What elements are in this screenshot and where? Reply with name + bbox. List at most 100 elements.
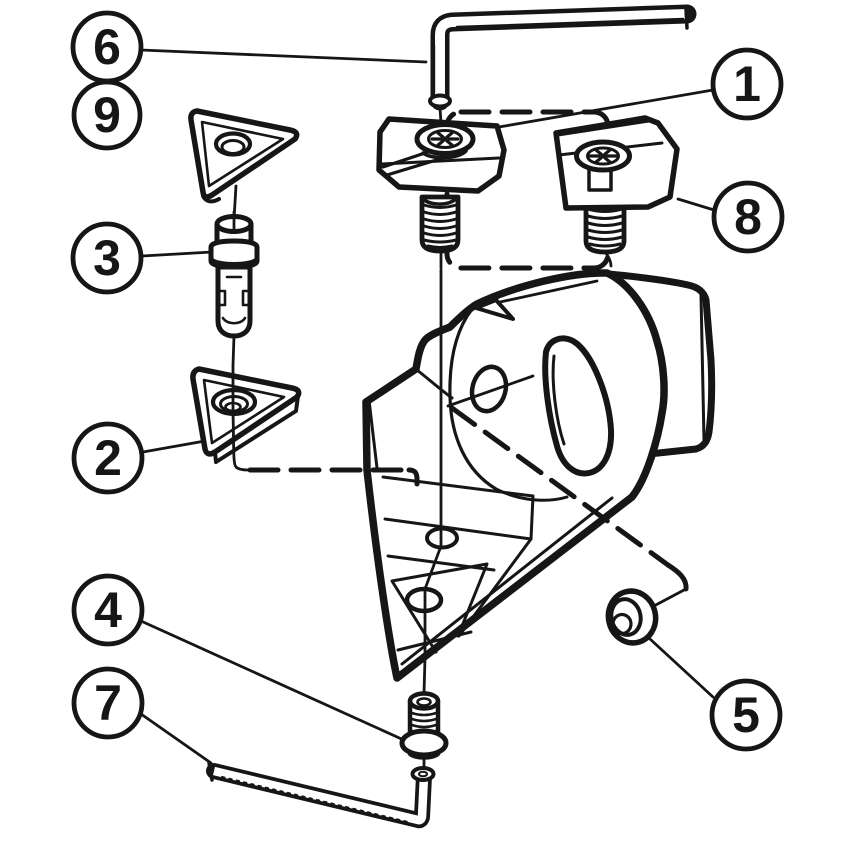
balloon-9-label: 9 (93, 87, 121, 143)
clamp-screw-left (419, 194, 461, 254)
insert-pin (208, 210, 260, 367)
hex-key-bottom-tip (410, 766, 436, 782)
nut-pointer-line (650, 588, 686, 609)
torx-star-right-icon (588, 148, 618, 164)
body-top-notch (474, 298, 515, 321)
leader-line-5 (648, 637, 715, 699)
leader-lines (139, 48, 716, 765)
screw-bottom-shank (407, 698, 441, 740)
pin-collar-line (210, 257, 258, 265)
torx-rim-right (586, 146, 620, 166)
balloon-3: 3 (70, 221, 144, 295)
leader-line-1 (497, 88, 715, 129)
torx-star-left-icon (430, 131, 460, 147)
insert-upper-chamfer (200, 120, 285, 188)
pin-shaft-details (216, 275, 252, 325)
insert-upper-thickness (201, 194, 221, 204)
screw-bottom (399, 691, 449, 760)
balloon-2-label: 2 (94, 430, 122, 486)
dashed-plane-lines (247, 405, 689, 609)
clamp-screw-left-threads (422, 203, 458, 249)
leader-line-7 (139, 712, 213, 765)
leader-line-8 (676, 197, 716, 212)
insert-upper-hole-inner (220, 139, 246, 155)
leader-line-6 (139, 48, 428, 64)
hex-key-bottom-facet (221, 776, 409, 823)
balloon-9: 9 (71, 79, 143, 151)
hex-key-bottom-core (213, 766, 429, 825)
balloon-3-circle (70, 221, 144, 295)
plug-nut-outer (605, 588, 659, 646)
balloon-8-circle (711, 180, 785, 254)
hex-key-top-tip (428, 93, 452, 109)
clamp-left-pocket (421, 149, 468, 160)
balloon-1: 1 (710, 47, 784, 121)
clamp-right (553, 115, 680, 268)
side-hole-axis (446, 374, 535, 408)
hex-key-bottom-end (207, 761, 214, 782)
plug-nut-ring (609, 597, 643, 637)
plug-nut (605, 588, 659, 646)
balloon-4-circle (71, 573, 145, 647)
leader-line-4 (139, 619, 408, 743)
hex-key-bottom (206, 761, 436, 829)
balloon-5-circle (709, 678, 783, 752)
axis-to-dashed-line (231, 411, 250, 472)
balloon-5: 5 (709, 678, 783, 752)
torx-center-left (442, 136, 448, 142)
balloon-2: 2 (71, 421, 145, 495)
hex-key-top-end (684, 7, 689, 30)
body-bottom-inner-edge (400, 496, 614, 666)
pin-neck (214, 221, 254, 246)
balloon-4: 4 (71, 573, 145, 647)
body-top-inner-line (498, 279, 599, 304)
balloon-7: 7 (71, 666, 145, 740)
balloon-8-label: 8 (734, 189, 762, 245)
dashed-line-diagonal (449, 405, 671, 568)
screw-bottom-socket (416, 697, 432, 707)
insert-upper (188, 108, 300, 204)
balloon-3-label: 3 (93, 230, 121, 286)
clamp-left-edge (380, 156, 501, 166)
balloon-5-label: 5 (732, 687, 760, 743)
shank-inner-edge (699, 293, 706, 442)
clamp-screw-left-collar (421, 196, 459, 206)
balloon-2-circle (71, 421, 145, 495)
balloon-7-label: 7 (94, 675, 122, 731)
screw-bottom-flange-rib (403, 747, 445, 757)
torx-center-right (600, 153, 606, 159)
balloon-7-circle (71, 666, 145, 740)
balloon-8: 8 (711, 180, 785, 254)
axis-below-screw-right (603, 250, 613, 268)
hex-key-bottom-tip-inner (418, 770, 428, 778)
balloon-9-circle (71, 79, 143, 151)
hex-key-top-core (435, 9, 688, 101)
balloon-6-label: 6 (93, 19, 121, 75)
hex-key-top (428, 4, 697, 111)
leader-line-3 (140, 250, 214, 258)
torx-rim-left (427, 129, 463, 149)
insert-lower (190, 364, 302, 472)
clamp-left (376, 116, 507, 254)
d-slot-inner-wall (551, 354, 566, 446)
pin-axis (231, 210, 236, 367)
leader-line-2 (141, 439, 207, 454)
assembly-axis-upper (438, 106, 443, 270)
body-side-hole (469, 364, 509, 414)
balloon-4-label: 4 (94, 582, 122, 638)
balloon-1-label: 1 (733, 56, 761, 112)
hex-key-top-facet (432, 17, 685, 95)
clamp-screw-right-threads (586, 207, 624, 248)
body-fold-lines (367, 368, 454, 470)
screw-bottom-flange-rib2 (407, 752, 441, 760)
balloons: 1 2 3 4 5 6 7 8 (70, 10, 785, 752)
insert-lower-thickness (213, 394, 300, 464)
balloon-1-circle (710, 47, 784, 121)
dashed-hook-left (406, 467, 420, 487)
screw-bottom-threads (410, 711, 438, 735)
plug-nut-inner (611, 612, 633, 636)
balloon-6: 6 (70, 10, 144, 84)
insert-lower-chamfer (202, 378, 286, 445)
